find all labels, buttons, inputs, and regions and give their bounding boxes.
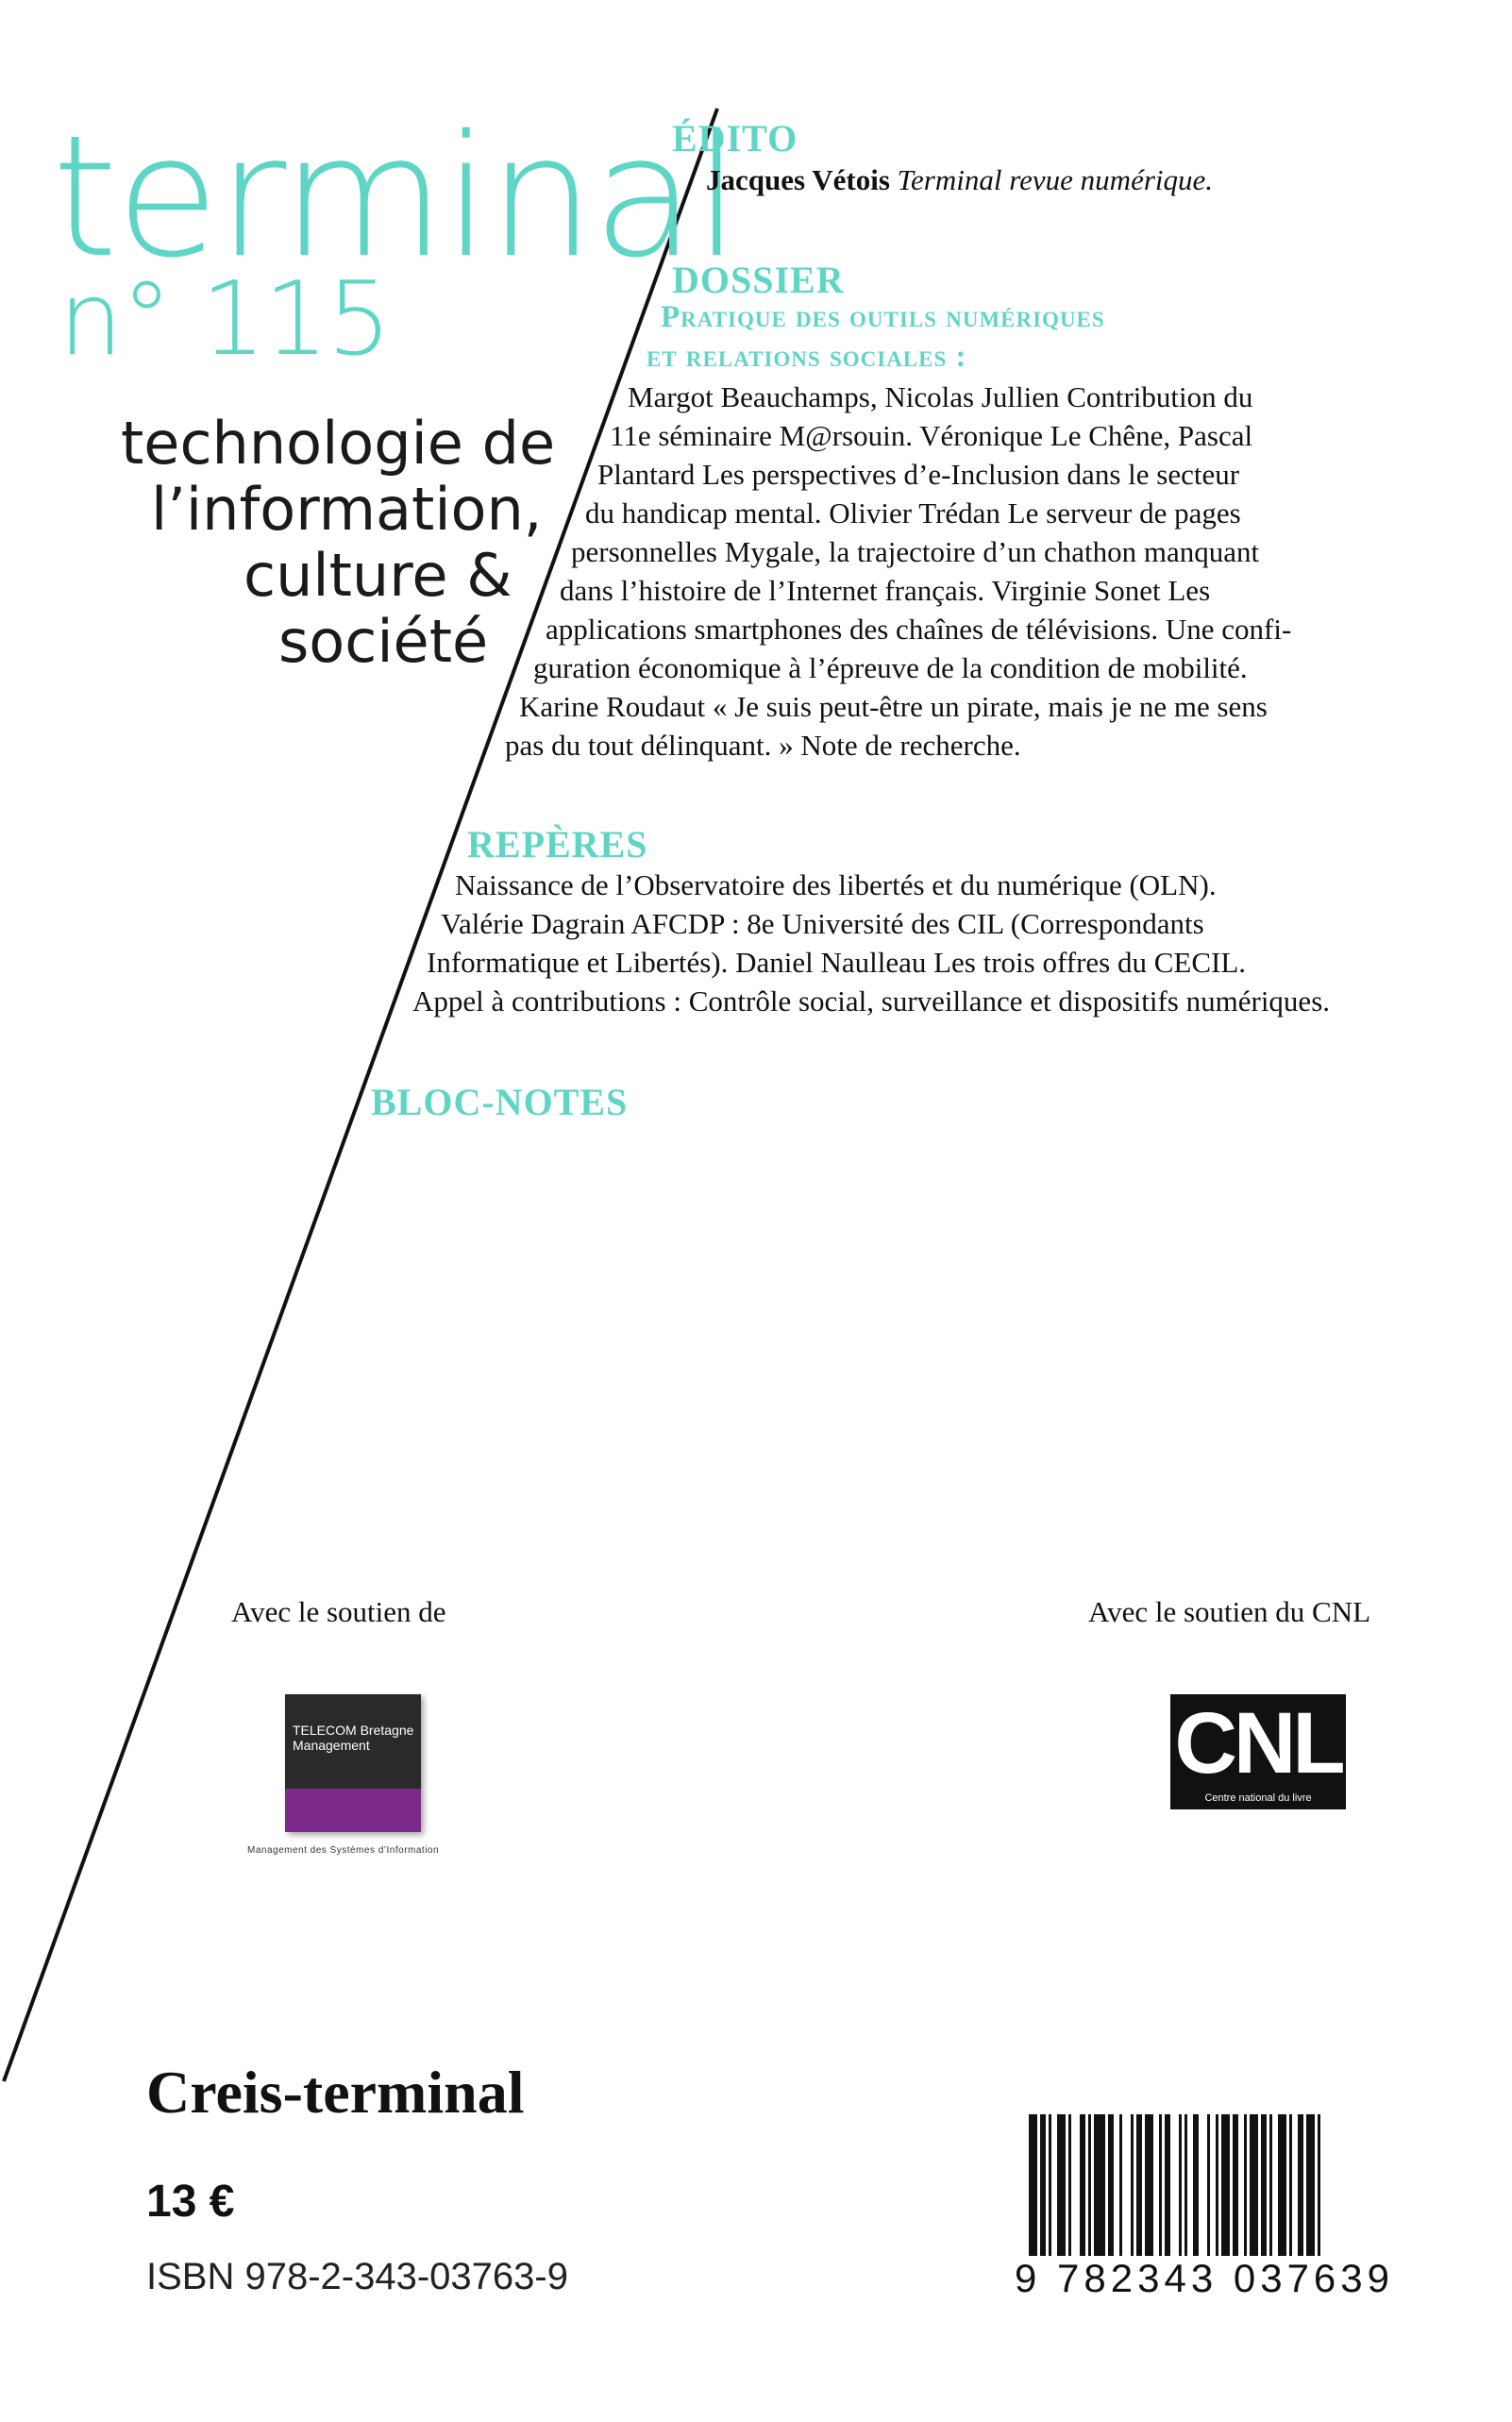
barcode-bar bbox=[1193, 2114, 1199, 2256]
edito-line: Jacques Vétois Terminal revue numérique. bbox=[706, 165, 1213, 194]
barcode-bar bbox=[1216, 2114, 1218, 2256]
edito-title: Terminal revue numérique. bbox=[889, 163, 1214, 196]
barcode-bar bbox=[1184, 2114, 1187, 2256]
cnl-logo-mark: CNL bbox=[1174, 1695, 1345, 1791]
tagline-line-1: technologie de bbox=[121, 409, 556, 478]
tagline-line-4: société bbox=[278, 607, 489, 676]
dossier-line: du handicap mental. Olivier Trédan Le se… bbox=[585, 496, 1241, 530]
barcode-bar bbox=[1221, 2114, 1230, 2256]
barcode-bar bbox=[1165, 2114, 1170, 2256]
edito-author: Jacques Vétois bbox=[706, 163, 890, 196]
barcode-bar bbox=[1298, 2114, 1303, 2256]
section-heading-reperes: REPÈRES bbox=[467, 823, 648, 866]
support-label-right: Avec le soutien du CNL bbox=[1088, 1595, 1371, 1628]
barcode-bar bbox=[1094, 2114, 1105, 2256]
dossier-line: dans l’histoire de l’Internet français. … bbox=[560, 574, 1211, 607]
barcode-bar bbox=[1207, 2114, 1210, 2256]
barcode-bar bbox=[1250, 2114, 1258, 2256]
telecom-caption: Management des Systèmes d’Information bbox=[247, 1845, 440, 1856]
barcode-bar bbox=[1289, 2114, 1292, 2256]
barcode-bar bbox=[1159, 2114, 1162, 2256]
price: 13 € bbox=[146, 2177, 235, 2227]
reperes-line: Valérie Dagrain AFCDP : 8e Université de… bbox=[441, 907, 1204, 940]
barcode-bar bbox=[1088, 2114, 1091, 2256]
barcode-bar bbox=[1278, 2114, 1286, 2256]
barcode-bar bbox=[1269, 2114, 1272, 2256]
telecom-logo: TELECOM Bretagne Management bbox=[285, 1694, 421, 1832]
dossier-subheading-1: Pratique des outils numériques bbox=[661, 300, 1105, 334]
journal-title: terminal bbox=[52, 99, 741, 294]
barcode-bar bbox=[1131, 2114, 1134, 2256]
barcode-bar bbox=[1108, 2114, 1114, 2256]
publisher-name: Creis-terminal bbox=[146, 2059, 525, 2126]
tagline-line-2: l’information, bbox=[151, 475, 543, 544]
dossier-line: 11e séminaire M@rsouin. Véronique Le Chê… bbox=[610, 419, 1253, 452]
support-label-left: Avec le soutien de bbox=[231, 1595, 446, 1628]
section-heading-dossier: DOSSIER bbox=[672, 259, 845, 301]
dossier-line: Plantard Les perspectives d’e-Inclusion … bbox=[597, 458, 1240, 491]
barcode-bar bbox=[1145, 2114, 1153, 2256]
issue-number: n° 115 bbox=[59, 261, 392, 378]
barcode-bar bbox=[1080, 2114, 1085, 2256]
barcode-bar bbox=[1306, 2114, 1315, 2256]
barcode-icon bbox=[1029, 2114, 1320, 2256]
barcode-bar bbox=[1318, 2114, 1320, 2256]
dossier-line: pas du tout délinquant. » Note de recher… bbox=[505, 729, 1021, 762]
barcode-bar bbox=[1057, 2114, 1066, 2256]
barcode-bar bbox=[1244, 2114, 1247, 2256]
barcode-bar bbox=[1049, 2114, 1051, 2256]
dossier-line: guration économique à l’épreuve de la co… bbox=[533, 651, 1248, 684]
barcode-bar bbox=[1119, 2114, 1122, 2256]
dossier-subheading-2: et relations sociales : bbox=[647, 340, 967, 374]
barcode-bar bbox=[1040, 2114, 1046, 2256]
section-heading-bloc-notes: BLOC-NOTES bbox=[371, 1081, 629, 1123]
dossier-line: Margot Beauchamps, Nicolas Jullien Contr… bbox=[628, 380, 1253, 413]
telecom-logo-band bbox=[285, 1789, 421, 1832]
dossier-line: Karine Roudaut « Je suis peut-être un pi… bbox=[519, 690, 1268, 723]
dossier-line: applications smartphones des chaînes de … bbox=[546, 613, 1292, 646]
telecom-logo-text: TELECOM Bretagne Management bbox=[293, 1723, 414, 1753]
section-heading-edito: ÉDITO bbox=[672, 117, 798, 160]
barcode-bar bbox=[1261, 2114, 1267, 2256]
reperes-line: Appel à contributions : Contrôle social,… bbox=[412, 984, 1331, 1018]
barcode-bar bbox=[1136, 2114, 1142, 2256]
reperes-line: Naissance de l’Observatoire des libertés… bbox=[455, 868, 1217, 901]
dossier-line: personnelles Mygale, la trajectoire d’un… bbox=[571, 535, 1260, 568]
barcode-digits: 9 782343 037639 bbox=[1015, 2256, 1394, 2300]
tagline-line-3: culture & bbox=[244, 541, 512, 610]
barcode-bar bbox=[1233, 2114, 1238, 2256]
barcode-bar bbox=[1029, 2114, 1037, 2256]
barcode-bar bbox=[1179, 2114, 1182, 2256]
reperes-line: Informatique et Libertés). Daniel Naulle… bbox=[427, 946, 1247, 979]
cnl-logo-subtitle: Centre national du livre bbox=[1204, 1792, 1312, 1804]
barcode-bar bbox=[1068, 2114, 1071, 2256]
cnl-logo: CNL Centre national du livre bbox=[1170, 1694, 1346, 1809]
isbn: ISBN 978-2-343-03763-9 bbox=[146, 2256, 568, 2297]
